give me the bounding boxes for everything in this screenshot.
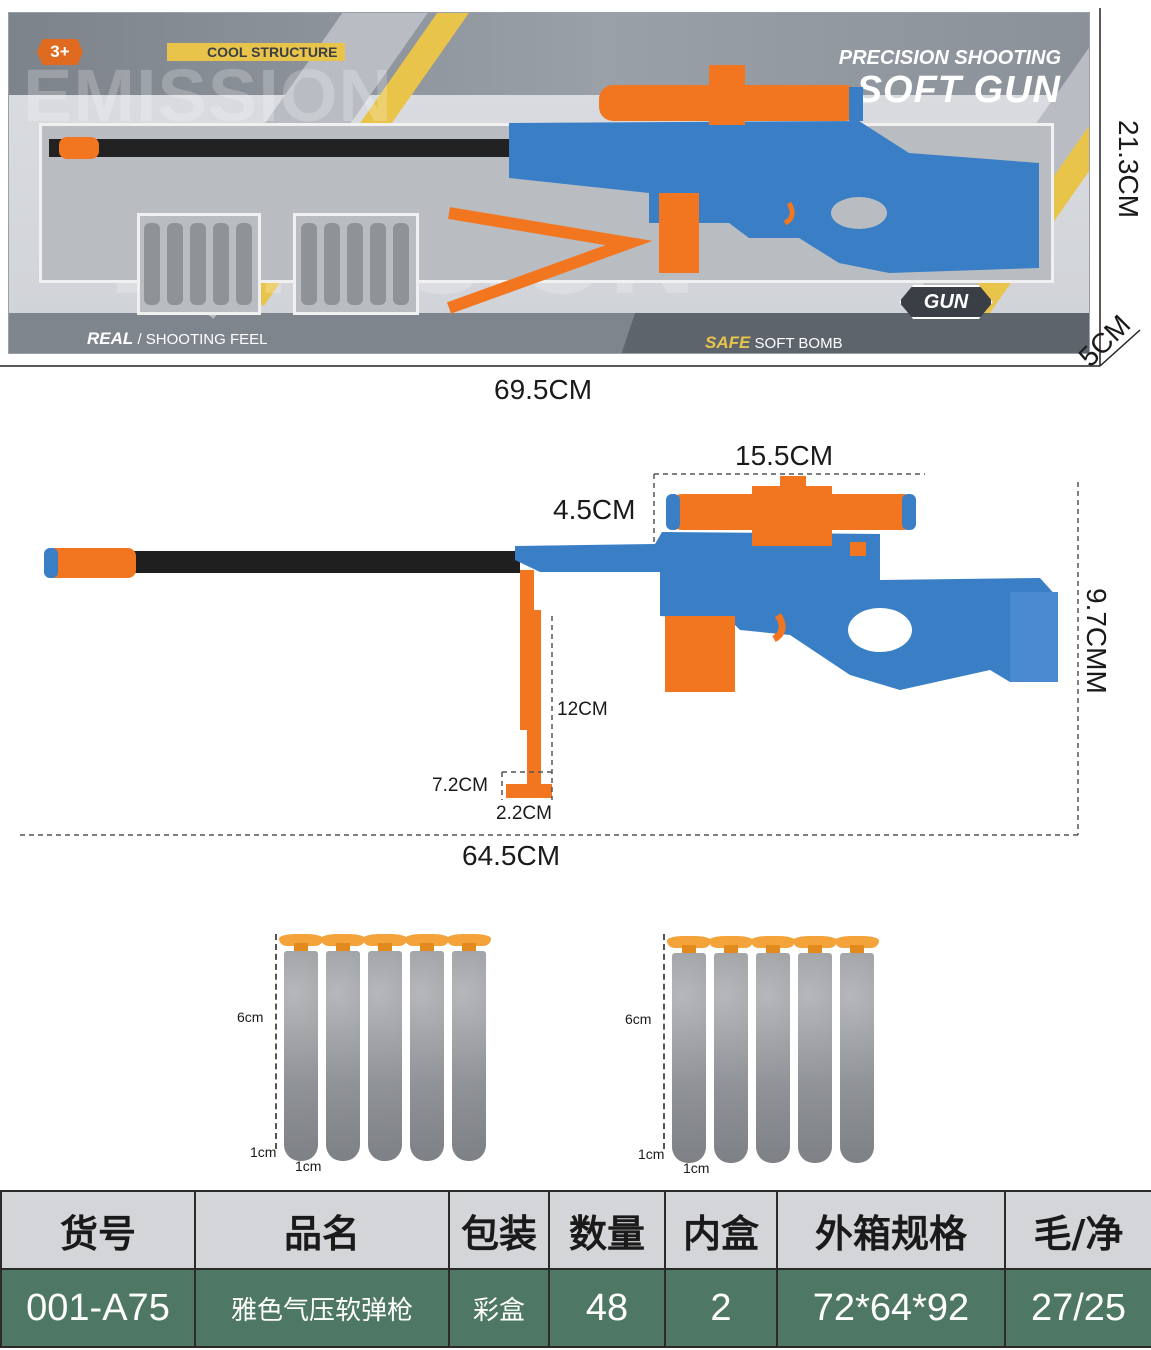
safe-label-strong: SAFE [705, 333, 751, 352]
real-shooting-label: REAL / SHOOTING FEEL [87, 329, 267, 349]
cell-weight: 27/25 [1004, 1268, 1151, 1348]
gun-length-label: 64.5CM [462, 840, 561, 871]
header-item-no: 货号 [0, 1190, 196, 1270]
gun-illustration [20, 473, 1079, 836]
dart-width-label: 1cm [295, 1158, 322, 1174]
dart-depth-label: 1cm [638, 1146, 665, 1162]
box-subtitle: PRECISION SHOOTING [838, 47, 1061, 69]
bipod-length-label: 12CM [557, 699, 608, 720]
header-quantity: 数量 [548, 1190, 666, 1270]
dart-length-line [275, 934, 277, 1149]
scope-length-label: 15.5CM [735, 440, 834, 471]
box-gun-illustration [49, 65, 1039, 314]
bipod-foot-width-label: 7.2CM [432, 775, 488, 796]
header-product-name: 品名 [194, 1190, 450, 1270]
header-weight: 毛/净 [1004, 1190, 1151, 1270]
spec-table: 货号 品名 包装 数量 内盒 外箱规格 毛/净 001-A75 雅色气压软弹枪 … [0, 1190, 1151, 1348]
bipod-foot-height-label: 2.2CM [496, 803, 552, 824]
header-carton-size: 外箱规格 [776, 1190, 1006, 1270]
box-width-label: 69.5CM [494, 374, 593, 405]
real-label-rest: / SHOOTING FEEL [137, 331, 268, 348]
real-label-strong: REAL [87, 329, 134, 348]
dart-length-line [663, 934, 665, 1149]
cell-item-no: 001-A75 [0, 1268, 196, 1348]
dart-depth-label: 1cm [250, 1144, 277, 1160]
cell-quantity: 48 [548, 1268, 666, 1348]
cell-inner-box: 2 [664, 1268, 778, 1348]
cell-carton-size: 72*64*92 [776, 1268, 1006, 1348]
dart-length-label: 6cm [625, 1011, 652, 1027]
dart-width-label: 1cm [683, 1160, 710, 1176]
header-inner-box: 内盒 [664, 1190, 778, 1270]
header-packing: 包装 [448, 1190, 550, 1270]
box-dimension-lines [0, 8, 1141, 367]
table-row: 001-A75 雅色气压软弹枪 彩盒 48 2 72*64*92 27/25 [0, 1268, 1151, 1348]
cell-product-name: 雅色气压软弹枪 [194, 1268, 450, 1348]
dart-length-label: 6cm [237, 1009, 264, 1025]
spec-table-header: 货号 品名 包装 数量 内盒 外箱规格 毛/净 [0, 1190, 1151, 1270]
safe-band [621, 313, 1089, 353]
cool-structure-label: COOL STRUCTURE [167, 43, 346, 61]
cell-packing: 彩盒 [448, 1268, 550, 1348]
age-badge: 3+ [37, 39, 83, 65]
gun-badge: GUN [899, 285, 993, 319]
safe-soft-bomb-label: SAFE SOFT BOMB [705, 333, 843, 353]
package-box: EMISSION EMISSION 3+ COOL STRUCTURE PREC… [8, 12, 1090, 354]
box-title: SOFT GUN [856, 69, 1061, 111]
gun-height-label: 9.7CMM [1081, 588, 1112, 694]
scope-height-label: 4.5CM [553, 494, 636, 525]
safe-label-rest: SOFT BOMB [754, 335, 843, 352]
box-height-label: 21.3CM [1113, 120, 1144, 219]
